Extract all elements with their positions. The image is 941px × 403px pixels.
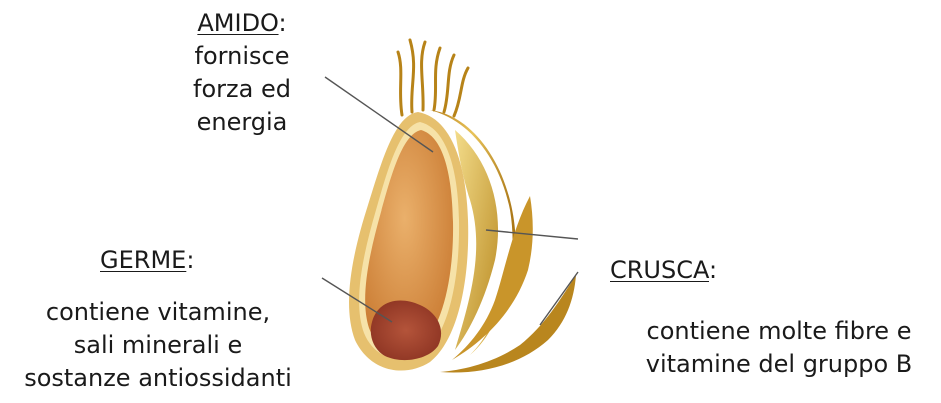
germe-description: contiene vitamine, sali minerali e sosta… [2, 296, 314, 395]
kernel-hairs [398, 40, 468, 116]
label-amido: AMIDO: fornisce forza ed energia [172, 7, 312, 139]
crusca-title: CRUSCA: [610, 254, 770, 287]
germe-line-2: sali minerali e [2, 329, 314, 362]
crusca-line-1: contiene molte fibre e [620, 315, 938, 348]
amido-line-3: energia [172, 106, 312, 139]
germe-line-1: contiene vitamine, [2, 296, 314, 329]
germe-title: GERME: [100, 244, 260, 277]
crusca-line-2: vitamine del gruppo B [620, 348, 938, 381]
germe-line-3: sostanze antiossidanti [2, 362, 314, 395]
amido-title: AMIDO: [172, 7, 312, 40]
amido-line-2: forza ed [172, 73, 312, 106]
amido-line-1: fornisce [172, 40, 312, 73]
crusca-description: contiene molte fibre e vitamine del grup… [620, 315, 938, 381]
